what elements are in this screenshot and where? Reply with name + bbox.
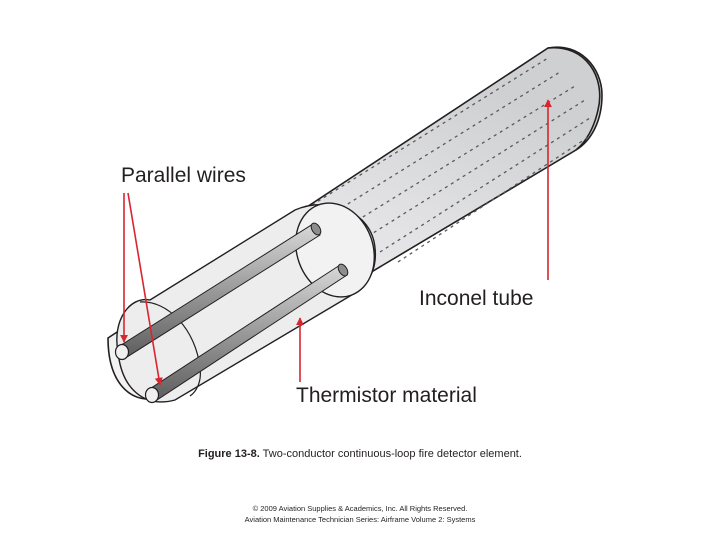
copyright-line-2: Aviation Maintenance Technician Series: … xyxy=(244,515,476,524)
inconel-tube-label: Inconel tube xyxy=(419,287,534,310)
figure-number: Figure 13-8. xyxy=(198,448,260,460)
thermistor-material-label: Thermistor material xyxy=(296,384,477,407)
parallel-wire-lower xyxy=(144,263,349,404)
figure-caption-text: Two-conductor continuous-loop fire detec… xyxy=(262,448,522,460)
parallel-wire-upper xyxy=(114,222,322,361)
parallel-wires-label: Parallel wires xyxy=(121,164,246,187)
copyright-line-1: © 2009 Aviation Supplies & Academics, In… xyxy=(252,504,468,513)
label-arrows xyxy=(120,99,552,386)
arrow-to-lower-wire xyxy=(127,192,163,386)
figure-caption: Figure 13-8. Two-conductor continuous-lo… xyxy=(0,448,720,460)
